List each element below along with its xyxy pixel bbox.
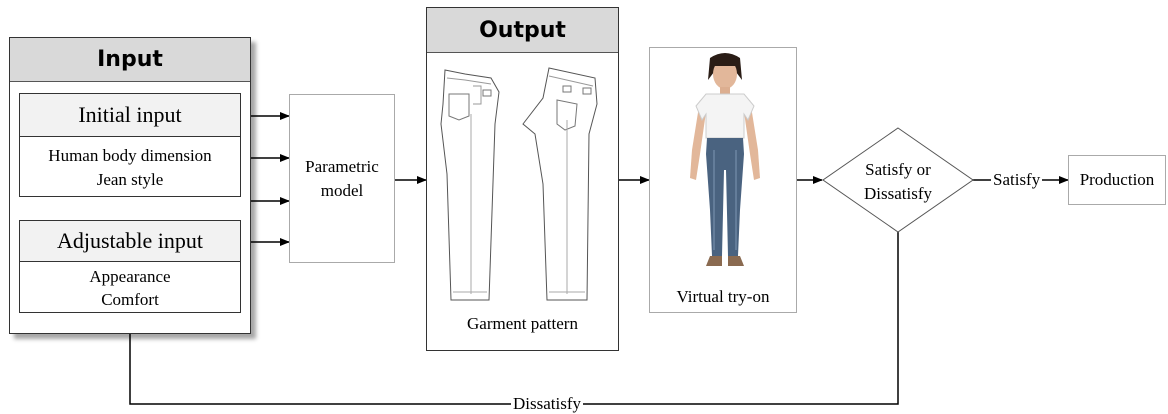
initial-input-line-1: Human body dimension <box>48 146 212 165</box>
virtual-tryon-panel: Virtual try-on <box>649 47 797 313</box>
decision-diamond <box>822 127 974 233</box>
garment-pattern-drawing <box>440 67 598 301</box>
production-label: Production <box>1079 170 1155 189</box>
decision-line-1: Satisfy or <box>865 160 931 179</box>
adjustable-input-box: Adjustable input Appearance Comfort <box>19 220 241 313</box>
output-panel: Output Garment pattern <box>426 7 619 351</box>
decision-line-2: Dissatisfy <box>864 184 932 203</box>
parametric-line-1: Parametric <box>305 157 379 176</box>
input-title: Input <box>10 38 250 82</box>
adjustable-input-line-2: Comfort <box>101 290 159 309</box>
adjustable-input-line-1: Appearance <box>89 267 171 286</box>
avatar-figure <box>690 53 760 266</box>
adjustable-input-title: Adjustable input <box>20 221 240 262</box>
virtual-tryon-caption: Virtual try-on <box>676 287 770 306</box>
dissatisfy-label: Dissatisfy <box>511 394 583 414</box>
input-panel: Input Initial input Human body dimension… <box>9 37 251 334</box>
back-pattern-piece <box>522 67 598 301</box>
initial-input-title: Initial input <box>20 94 240 137</box>
garment-pattern-caption: Garment pattern <box>467 314 578 333</box>
output-title: Output <box>427 8 618 53</box>
parametric-line-2: model <box>320 181 364 200</box>
front-pattern-piece <box>440 69 500 301</box>
production-box: Production <box>1068 155 1166 205</box>
satisfy-label: Satisfy <box>991 170 1043 190</box>
initial-input-line-2: Jean style <box>96 170 164 189</box>
parametric-model-box: Parametric model <box>289 94 395 263</box>
initial-input-box: Initial input Human body dimension Jean … <box>19 93 241 197</box>
